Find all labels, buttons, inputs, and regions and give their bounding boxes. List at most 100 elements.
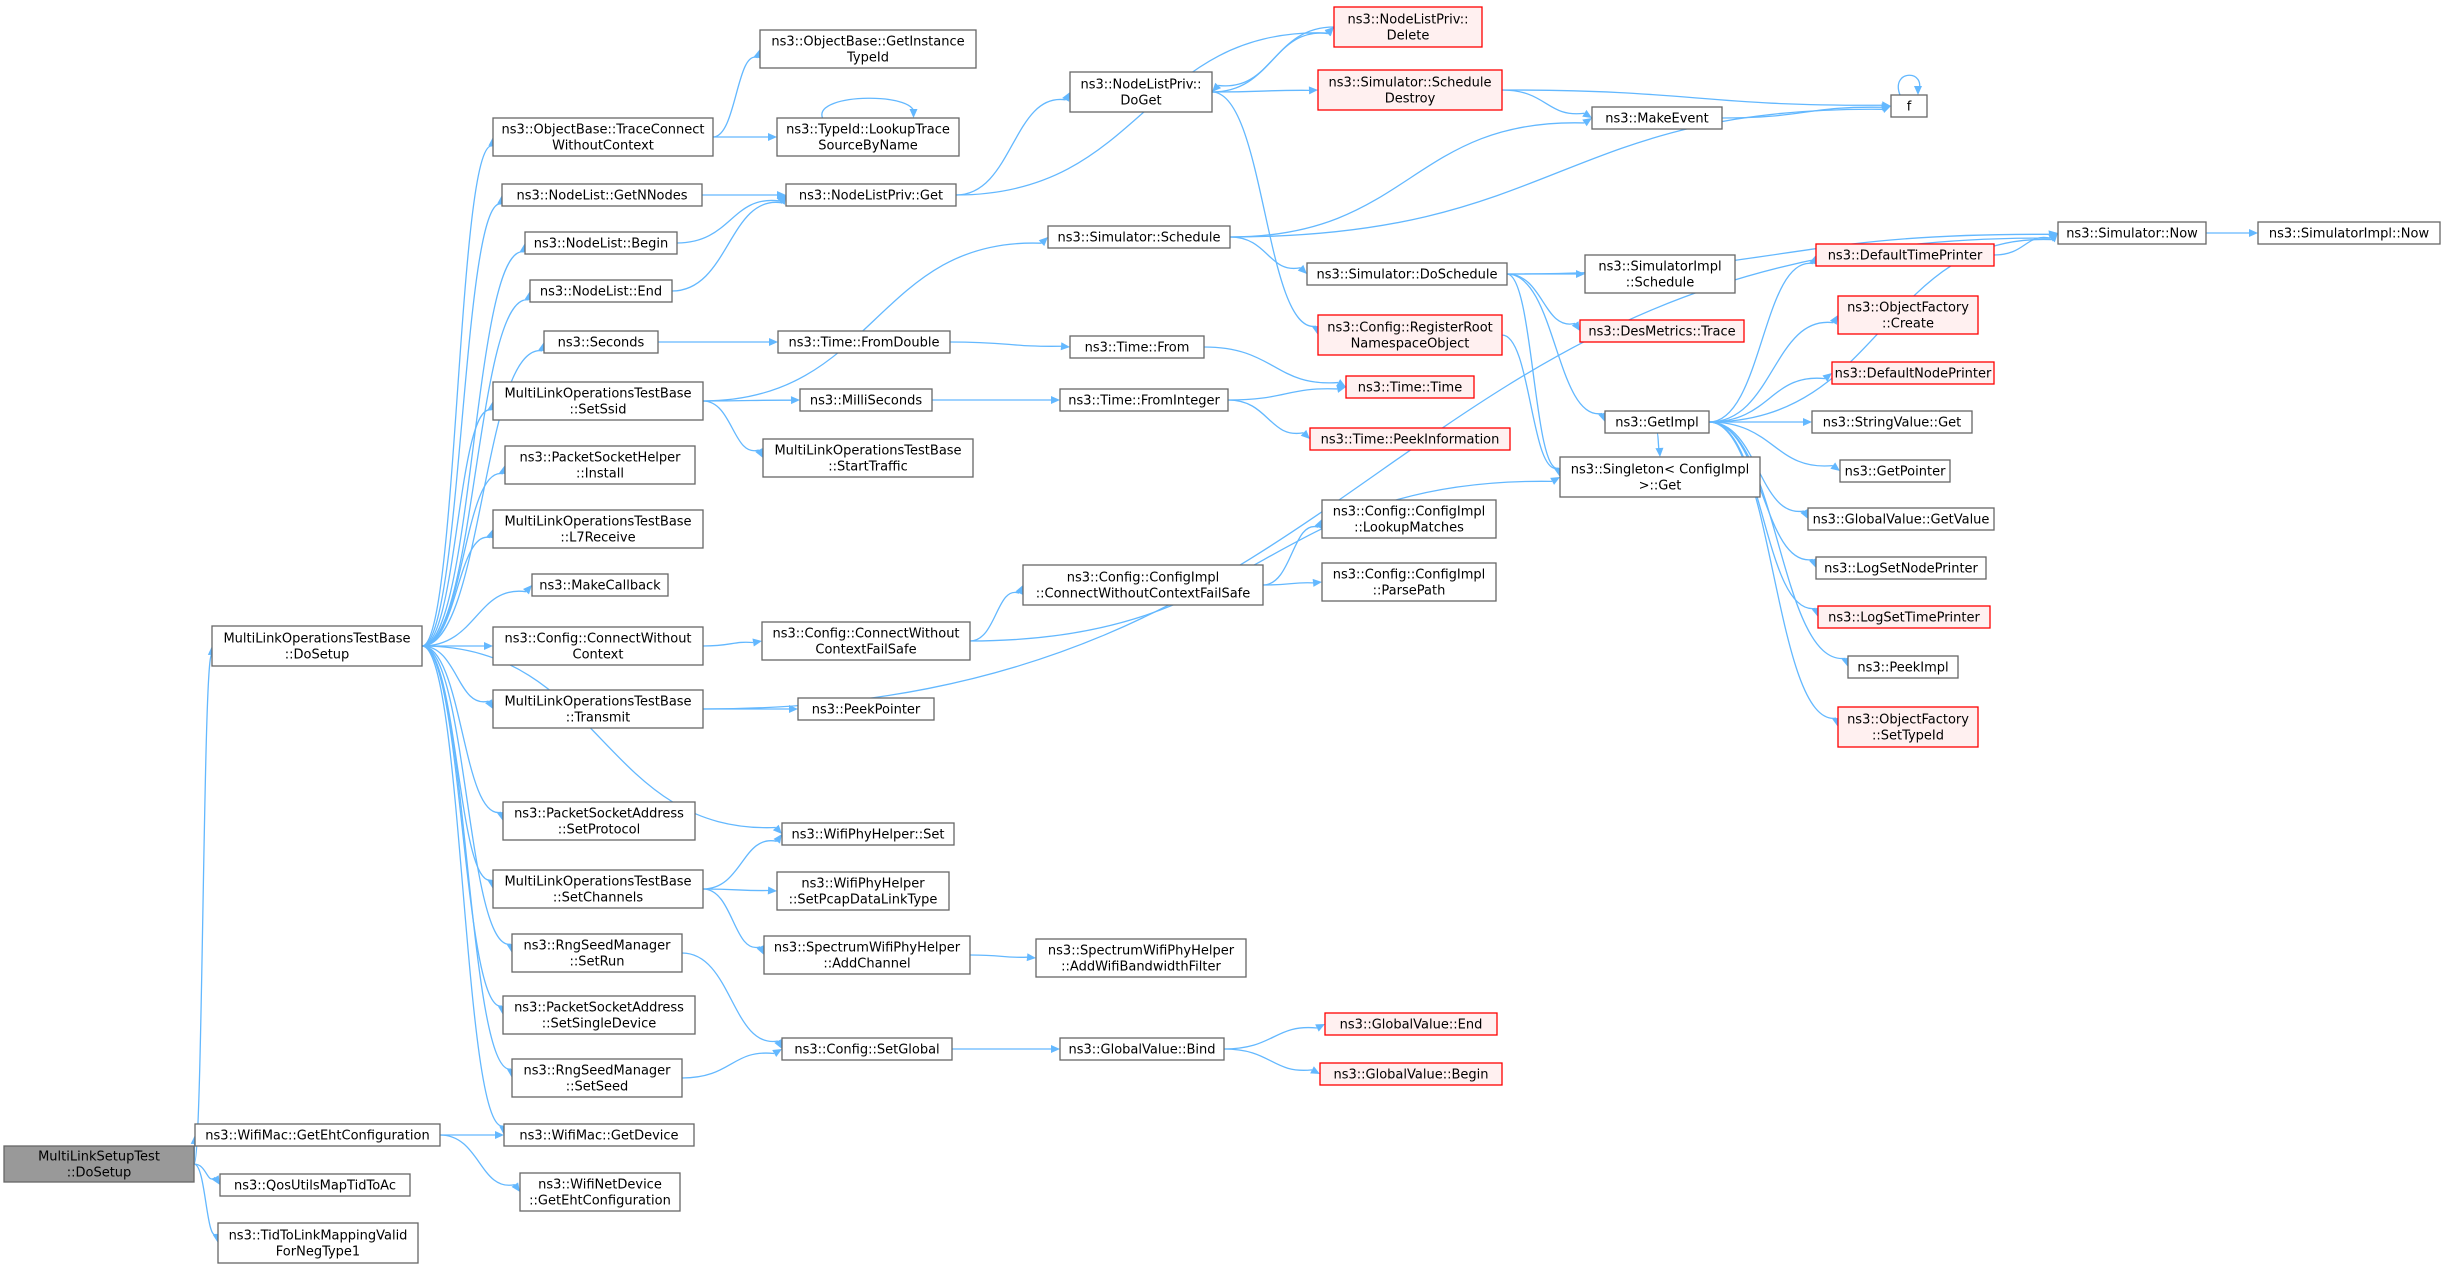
node-qosmap[interactable]: ns3::QosUtilsMapTidToAc	[219, 1173, 411, 1197]
node-of_settypeid[interactable]: ns3::ObjectFactory::SetTypeId	[1837, 706, 1979, 748]
node-nlp_delete[interactable]: ns3::NodeListPriv::Delete	[1333, 6, 1483, 48]
node-box-time_fromint	[1059, 388, 1229, 412]
node-logsetnodeprinter[interactable]: ns3::LogSetNodePrinter	[1815, 556, 1987, 580]
node-stringvalue_get[interactable]: ns3::StringValue::Get	[1811, 410, 1973, 434]
node-wnd_getehtcfg[interactable]: ns3::WifiNetDevice::GetEhtConfiguration	[519, 1172, 681, 1212]
node-getehtcfg[interactable]: ns3::WifiMac::GetEhtConfiguration	[194, 1123, 441, 1147]
node-makeevent[interactable]: ns3::MakeEvent	[1591, 106, 1723, 130]
node-cfg_setglobal[interactable]: ns3::Config::SetGlobal	[781, 1037, 953, 1061]
node-sim_schedule[interactable]: ns3::Simulator::Schedule	[1047, 225, 1231, 249]
node-starttraffic[interactable]: MultiLinkOperationsTestBase::StartTraffi…	[762, 438, 974, 478]
node-defaultnodeprinter[interactable]: ns3::DefaultNodePrinter	[1831, 361, 1995, 385]
arrowhead-gv_bind-to-gv_end	[1315, 1024, 1325, 1032]
node-nl_end[interactable]: ns3::NodeList::End	[529, 279, 673, 303]
node-setssid[interactable]: MultiLinkOperationsTestBase::SetSsid	[492, 381, 704, 421]
node-mlotb_dosetup[interactable]: MultiLinkOperationsTestBase::DoSetup	[211, 625, 423, 667]
arrowhead-defaulttimeprinter-to-sim_now	[2048, 233, 2058, 242]
node-getpointer[interactable]: ns3::GetPointer	[1839, 459, 1951, 483]
node-gv_begin[interactable]: ns3::GlobalValue::Begin	[1319, 1062, 1503, 1086]
node-label: ::AddChannel	[823, 957, 910, 972]
node-psa_setprotocol[interactable]: ns3::PacketSocketAddress::SetProtocol	[502, 801, 696, 841]
node-singleton_get[interactable]: ns3::Singleton< ConfigImpl>::Get	[1559, 456, 1761, 498]
node-l7receive[interactable]: MultiLinkOperationsTestBase::L7Receive	[492, 509, 704, 549]
node-transmit[interactable]: MultiLinkOperationsTestBase::Transmit	[492, 689, 704, 729]
node-seconds[interactable]: ns3::Seconds	[543, 330, 659, 354]
node-wph_set[interactable]: ns3::WifiPhyHelper::Set	[781, 822, 955, 846]
node-box-getdevice	[503, 1123, 695, 1147]
edge-root-to-mlotb_dosetup	[193, 654, 213, 1165]
node-simimpl_schedule[interactable]: ns3::SimulatorImpl::Schedule	[1584, 254, 1736, 294]
node-box-starttraffic	[762, 438, 974, 478]
node-ci_connectfailsafe[interactable]: ns3::Config::ConfigImpl::ConnectWithoutC…	[1022, 564, 1264, 606]
node-label: ns3::GetPointer	[1845, 465, 1946, 480]
edge-makeevent-to-f	[1721, 106, 1883, 119]
node-ci_lookupmatches[interactable]: ns3::Config::ConfigImpl::LookupMatches	[1321, 499, 1497, 539]
node-label: ns3::ObjectBase::TraceConnect	[501, 123, 704, 138]
node-label: ns3::Config::ConfigImpl	[1333, 568, 1486, 583]
node-box-psh_install	[504, 445, 696, 485]
node-box-wnd_getehtcfg	[519, 1172, 681, 1212]
node-box-nl_end	[529, 279, 673, 303]
node-label: ns3::Config::RegisterRoot	[1327, 321, 1493, 336]
node-label: ns3::GlobalValue::Bind	[1069, 1043, 1216, 1058]
node-time_from[interactable]: ns3::Time::From	[1069, 335, 1205, 359]
node-gv_bind[interactable]: ns3::GlobalValue::Bind	[1059, 1037, 1225, 1061]
edge-mlotb_dosetup-to-getnnodes	[421, 203, 502, 647]
node-label: ::SetTypeId	[1872, 729, 1944, 744]
node-of_create[interactable]: ns3::ObjectFactory::Create	[1837, 295, 1979, 335]
node-box-setssid	[492, 381, 704, 421]
node-nlp_doget[interactable]: ns3::NodeListPriv::DoGet	[1069, 71, 1213, 113]
node-time_fromint[interactable]: ns3::Time::FromInteger	[1059, 388, 1229, 412]
node-sim_doschedule[interactable]: ns3::Simulator::DoSchedule	[1306, 262, 1508, 286]
node-time_peekinfo[interactable]: ns3::Time::PeekInformation	[1309, 427, 1511, 451]
node-millis[interactable]: ns3::MilliSeconds	[799, 388, 933, 412]
edge-root-to-tidtolink	[193, 1163, 218, 1236]
node-logsettimeprinter[interactable]: ns3::LogSetTimePrinter	[1817, 605, 1991, 629]
node-peekpointer[interactable]: ns3::PeekPointer	[797, 697, 935, 721]
node-swph_addchannel[interactable]: ns3::SpectrumWifiPhyHelper::AddChannel	[763, 935, 971, 975]
edge-nlp_delete-to-nlp_doget	[1218, 26, 1335, 87]
node-rng_setrun[interactable]: ns3::RngSeedManager::SetRun	[511, 933, 683, 973]
node-label: ns3::RngSeedManager	[523, 1064, 671, 1079]
node-sim_now[interactable]: ns3::Simulator::Now	[2057, 221, 2207, 245]
node-cfg_connect[interactable]: ns3::Config::ConnectWithoutContext	[492, 626, 704, 666]
node-gv_getvalue[interactable]: ns3::GlobalValue::GetValue	[1807, 507, 1995, 531]
node-gv_end[interactable]: ns3::GlobalValue::End	[1324, 1012, 1498, 1036]
edge-ci_connectfailsafe-to-ci_parsepath	[1262, 582, 1314, 586]
arrowhead-time_from-to-time_time	[1336, 379, 1346, 387]
node-wph_setpcap[interactable]: ns3::WifiPhyHelper::SetPcapDataLinkType	[776, 871, 950, 911]
node-getimpl[interactable]: ns3::GetImpl	[1604, 410, 1710, 434]
node-defaulttimeprinter[interactable]: ns3::DefaultTimePrinter	[1815, 243, 1995, 267]
node-label: >::Get	[1639, 479, 1682, 494]
node-simimpl_now[interactable]: ns3::SimulatorImpl::Now	[2257, 221, 2441, 245]
node-time_time[interactable]: ns3::Time::Time	[1345, 375, 1475, 399]
node-desmetrics[interactable]: ns3::DesMetrics::Trace	[1579, 319, 1745, 343]
node-box-sim_now	[2057, 221, 2207, 245]
arrowhead-getimpl-to-getpointer	[1830, 462, 1840, 471]
node-box-time_time	[1345, 375, 1475, 399]
node-time_fromdouble[interactable]: ns3::Time::FromDouble	[777, 330, 951, 354]
node-f[interactable]: f	[1890, 94, 1928, 118]
node-getdevice[interactable]: ns3::WifiMac::GetDevice	[503, 1123, 695, 1147]
node-swph_addbw[interactable]: ns3::SpectrumWifiPhyHelper::AddWifiBandw…	[1035, 938, 1247, 978]
node-psh_install[interactable]: ns3::PacketSocketHelper::Install	[504, 445, 696, 485]
node-box-rng_setrun	[511, 933, 683, 973]
node-nlp_get[interactable]: ns3::NodeListPriv::Get	[785, 183, 957, 207]
node-cfg_connectfailsafe[interactable]: ns3::Config::ConnectWithoutContextFailSa…	[761, 621, 971, 661]
node-nl_begin[interactable]: ns3::NodeList::Begin	[524, 231, 678, 255]
node-ci_parsepath[interactable]: ns3::Config::ConfigImpl::ParsePath	[1321, 562, 1497, 602]
arrowhead-getimpl-to-of_create	[1829, 315, 1838, 325]
node-traceconnect[interactable]: ns3::ObjectBase::TraceConnectWithoutCont…	[492, 117, 714, 157]
node-psa_setsingle[interactable]: ns3::PacketSocketAddress::SetSingleDevic…	[502, 995, 696, 1035]
node-getnnodes[interactable]: ns3::NodeList::GetNNodes	[501, 183, 703, 207]
node-peekimpl[interactable]: ns3::PeekImpl	[1847, 655, 1959, 679]
node-root[interactable]: MultiLinkSetupTest::DoSetup	[3, 1145, 195, 1183]
node-makecallback[interactable]: ns3::MakeCallback	[531, 573, 669, 597]
node-rng_setseed[interactable]: ns3::RngSeedManager::SetSeed	[511, 1058, 683, 1098]
node-setchannels[interactable]: MultiLinkOperationsTestBase::SetChannels	[492, 869, 704, 909]
